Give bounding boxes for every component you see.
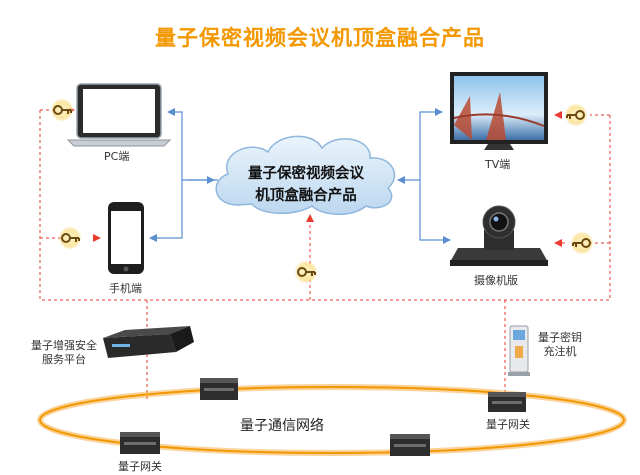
kiosk-label: 量子密钥 充注机	[530, 331, 590, 359]
kiosk-label-line1: 量子密钥	[538, 331, 582, 344]
security-platform-server-icon	[103, 326, 194, 358]
cloud-shape	[215, 135, 396, 215]
tv-icon	[450, 72, 548, 150]
quantum-key-icons	[51, 99, 593, 283]
tv-label: TV端	[485, 158, 511, 171]
key-charging-kiosk-icon	[508, 325, 530, 376]
camera-icon	[450, 205, 548, 266]
gateway-left-label: 量子网关	[118, 460, 162, 473]
platform-label-line1: 量子增强安全	[31, 339, 97, 352]
kiosk-label-line2: 充注机	[543, 345, 577, 358]
pc-laptop-icon	[66, 83, 172, 147]
gateway-right-label: 量子网关	[486, 418, 530, 431]
cloud-label: 量子保密视频会议 机顶盒融合产品	[222, 163, 390, 207]
network-label: 量子通信网络	[240, 418, 324, 434]
quantum-network-ring	[37, 384, 627, 456]
mobile-label: 手机端	[109, 282, 142, 295]
data-flow-arrows	[149, 108, 451, 244]
camera-label: 摄像机版	[474, 274, 518, 287]
platform-label-line2: 服务平台	[42, 353, 86, 366]
platform-label: 量子增强安全 服务平台	[24, 339, 104, 367]
pc-label: PC端	[104, 150, 130, 163]
diagram-title: 量子保密视频会议机顶盒融合产品	[155, 26, 485, 50]
cloud-label-line2: 机顶盒融合产品	[255, 188, 357, 204]
cloud-label-line1: 量子保密视频会议	[248, 166, 364, 182]
quantum-gateway-icons	[120, 378, 526, 456]
mobile-phone-icon	[108, 202, 144, 274]
